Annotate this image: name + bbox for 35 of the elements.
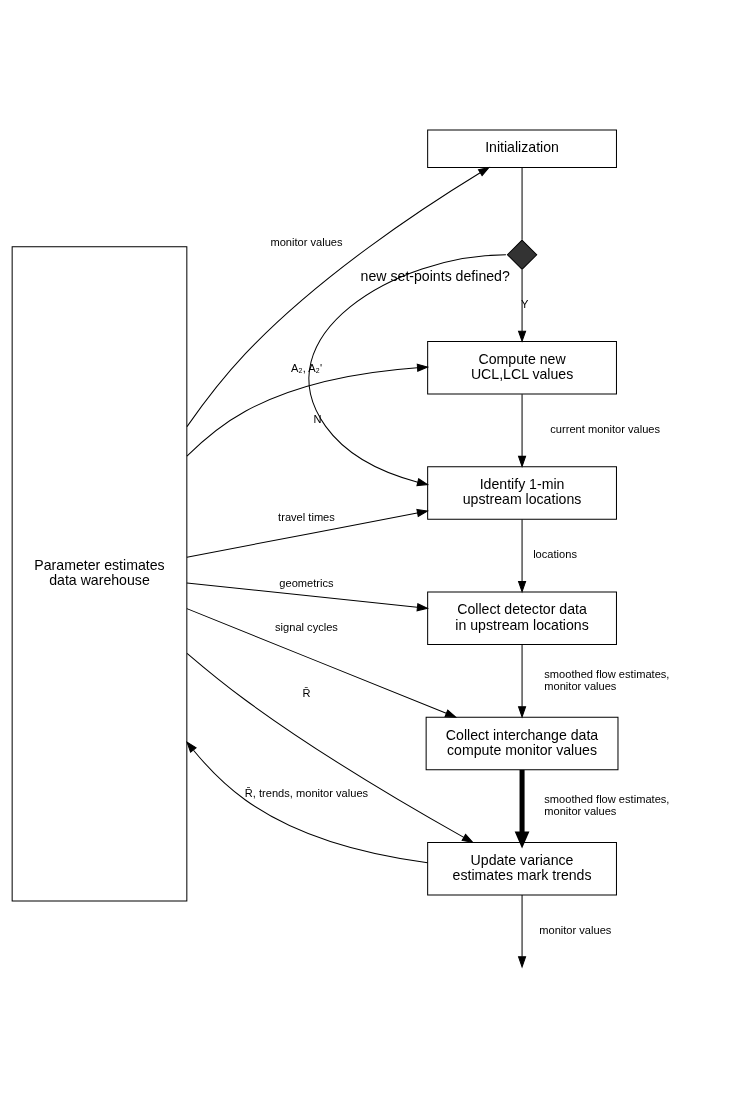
edge-label: R̄, trends, monitor values (244, 786, 369, 799)
arrow (517, 518, 527, 593)
arrow (308, 253, 507, 486)
arrow (517, 393, 527, 468)
node-box: Update variance estimates mark trends (427, 841, 617, 895)
edge-label: smoothed flow estimates, monitor values (544, 792, 670, 817)
edge-label: current monitor values (550, 422, 661, 435)
arrow (186, 740, 429, 863)
node-box: Collect interchange data compute monitor values (425, 716, 619, 770)
edge-label: geometrics (279, 576, 334, 589)
edge-label: locations (533, 547, 577, 560)
edge-label: N (313, 412, 322, 425)
arrow (186, 607, 458, 718)
node-box: Initialization (427, 129, 617, 168)
node-box: Identify 1-min upstream locations (427, 465, 617, 520)
edge-label: travel times (278, 510, 335, 523)
node-box: Collect detector data in upstream locations (427, 590, 617, 645)
arrow (514, 769, 530, 848)
edge-label: monitor values (270, 235, 343, 248)
node-box: Parameter estimates data warehouse (11, 245, 188, 901)
arrow (517, 643, 527, 718)
edge-label: monitor values (539, 923, 612, 936)
arrow (186, 508, 429, 558)
arrow (517, 894, 527, 968)
edge-label: R̄ (302, 686, 311, 699)
node-diamond (506, 238, 538, 270)
arrow (517, 268, 527, 343)
arrow (186, 166, 491, 427)
node-box: Compute new UCL,LCL values (427, 340, 617, 395)
edge-label: smoothed flow estimates, monitor values (544, 667, 670, 692)
edge-label: signal cycles (275, 620, 338, 633)
connector (521, 166, 523, 240)
arrow (186, 652, 474, 843)
arrow (186, 581, 429, 611)
arrow (186, 363, 430, 457)
